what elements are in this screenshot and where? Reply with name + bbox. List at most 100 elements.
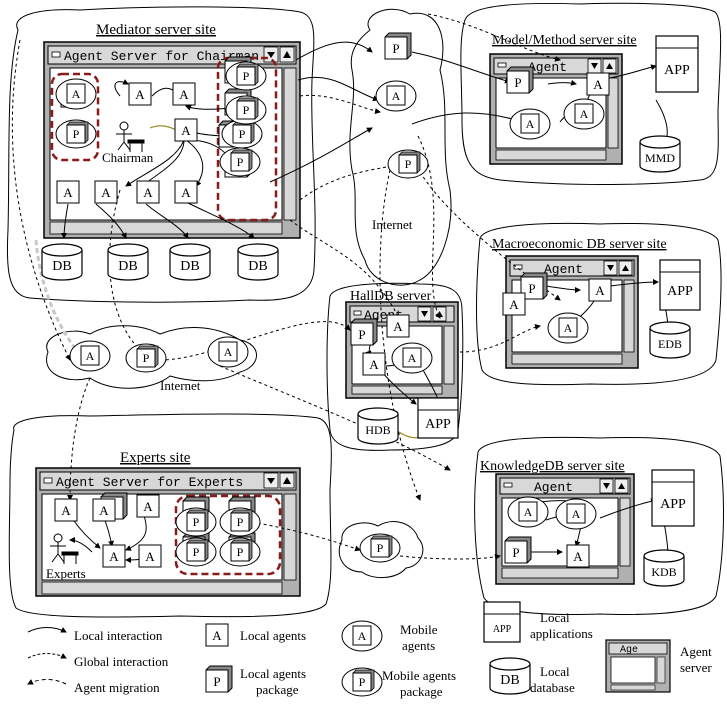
glyph-label: P bbox=[512, 545, 519, 560]
local-application: APP bbox=[483, 601, 521, 643]
local-application: APP bbox=[659, 259, 701, 311]
dropdown-icon[interactable] bbox=[421, 311, 428, 317]
glyph-label: A bbox=[572, 507, 581, 521]
glyph-label: A bbox=[145, 549, 155, 564]
horizontal-scrollbar[interactable] bbox=[495, 149, 607, 161]
mobile-agent: A bbox=[55, 78, 97, 110]
database-cylinder: DB bbox=[107, 243, 149, 281]
glyph-label: A bbox=[392, 89, 401, 103]
local-application: APP bbox=[655, 35, 699, 93]
mobile-agent: A bbox=[69, 340, 111, 372]
mobile-agent: A bbox=[207, 336, 249, 368]
model-site-outline bbox=[460, 2, 722, 185]
legend: Local interaction Global interaction Age… bbox=[27, 610, 712, 699]
glyph-label: DB bbox=[52, 259, 71, 274]
maximize-icon[interactable] bbox=[618, 483, 625, 489]
legend-local-agents-package-1: Local agents bbox=[240, 666, 306, 681]
dropdown-icon[interactable] bbox=[607, 265, 614, 271]
glyph-label: A bbox=[86, 349, 95, 363]
internet-cloud-bottom bbox=[338, 521, 424, 578]
mobile-agent-package: P bbox=[221, 119, 263, 149]
glyph-label: A bbox=[358, 629, 367, 643]
mediator-site-title: Mediator server site bbox=[96, 22, 216, 38]
glyph-label: A bbox=[593, 77, 603, 92]
horizontal-scrollbar[interactable] bbox=[501, 567, 619, 579]
glyph-label: P bbox=[514, 75, 521, 90]
chairman-highlight-arrow bbox=[149, 125, 177, 131]
horizontal-scrollbar[interactable] bbox=[351, 385, 443, 395]
local-interaction-icon bbox=[27, 627, 67, 633]
glyph-label: P bbox=[73, 127, 80, 141]
glyph-label: EDB bbox=[658, 337, 682, 351]
mobile-agent: A bbox=[509, 108, 551, 140]
legend-local-interaction: Local interaction bbox=[74, 628, 163, 643]
maximize-icon[interactable] bbox=[283, 477, 291, 484]
database-cylinder: MMD bbox=[639, 135, 681, 173]
database-cylinder: EDB bbox=[649, 321, 691, 359]
glyph-label: P bbox=[243, 103, 250, 117]
global-interaction-arrows bbox=[11, 13, 561, 560]
legend-local-database-2: database bbox=[530, 680, 575, 695]
mobile-agent-package: P bbox=[125, 343, 167, 373]
glyph-label: MMD bbox=[645, 151, 675, 165]
maximize-icon[interactable] bbox=[283, 51, 291, 58]
legend-mobile-package-icon: P bbox=[341, 667, 383, 697]
vertical-scrollbar[interactable] bbox=[619, 497, 631, 567]
glyph-label: A bbox=[61, 503, 71, 518]
dropdown-icon[interactable] bbox=[267, 52, 275, 58]
mobile-agent-package: P bbox=[387, 149, 429, 179]
glyph-label: A bbox=[408, 351, 417, 365]
glyph-label: A bbox=[212, 628, 222, 643]
glyph-label: P bbox=[143, 351, 150, 365]
local-agent-box: A bbox=[386, 314, 410, 338]
vertical-scrollbar[interactable] bbox=[283, 493, 297, 581]
model-site-title: Model/Method server site bbox=[492, 33, 637, 48]
vertical-scrollbar[interactable] bbox=[283, 67, 297, 221]
glyph-label: DB bbox=[118, 259, 137, 274]
experts-window-title: Agent Server for Experts bbox=[56, 475, 243, 490]
legend-agent-server-icon: Age bbox=[605, 639, 671, 693]
knowledge-agent-window: Agent bbox=[495, 473, 635, 585]
experts-site-title: Experts site bbox=[120, 450, 191, 466]
glyph-label: APP bbox=[425, 417, 451, 432]
local-agent-box: A bbox=[56, 180, 80, 204]
experts-site-outline bbox=[8, 413, 332, 618]
glyph-label: DB bbox=[180, 259, 199, 274]
glyph-label: P bbox=[193, 515, 200, 529]
dropdown-icon[interactable] bbox=[603, 483, 610, 489]
internet-cloud-middle bbox=[46, 325, 257, 389]
glyph-label: A bbox=[63, 185, 73, 200]
horizontal-scrollbar[interactable] bbox=[511, 353, 623, 365]
internet-cloud-top bbox=[349, 8, 452, 286]
vertical-scrollbar[interactable] bbox=[607, 77, 619, 149]
chairman-window-title: Agent Server for Chairman bbox=[64, 49, 259, 64]
database-cylinder: KDB bbox=[643, 549, 685, 587]
vertical-scrollbar[interactable] bbox=[443, 325, 455, 385]
glyph-label: APP bbox=[664, 63, 690, 78]
local-application: APP bbox=[417, 397, 459, 439]
maximize-icon[interactable] bbox=[622, 265, 629, 271]
mediator-site-outline bbox=[6, 6, 316, 303]
horizontal-scrollbar[interactable] bbox=[41, 581, 283, 595]
glyph-label: P bbox=[237, 545, 244, 559]
dropdown-icon[interactable] bbox=[267, 478, 275, 484]
glyph-label: P bbox=[377, 541, 384, 555]
knowledge-site-outline bbox=[474, 436, 724, 615]
horizontal-scrollbar[interactable] bbox=[49, 221, 283, 235]
legend-local-applications-1: Local bbox=[540, 610, 570, 625]
packages-layer: PPPPPPPPPPPPPPPPPPPPPPPPPP bbox=[55, 32, 548, 567]
local-agent-box: A bbox=[138, 544, 162, 568]
local-agent-box: A bbox=[588, 278, 612, 302]
vertical-scrollbar[interactable] bbox=[623, 279, 635, 353]
dropdown-icon[interactable] bbox=[591, 63, 598, 69]
database-cylinder: DB bbox=[237, 243, 279, 281]
legend-local-agent-icon: A bbox=[205, 623, 229, 647]
knowledge-site-title: KnowledgeDB server site bbox=[480, 459, 625, 474]
glyph-label: A bbox=[224, 345, 233, 359]
macro-site-title: Macroeconomic DB server site bbox=[492, 237, 667, 252]
mobile-agent-package: P bbox=[219, 507, 261, 537]
hall-site-title: HallDB server bbox=[350, 289, 432, 304]
maximize-icon[interactable] bbox=[606, 63, 613, 69]
chairman-person-icon bbox=[116, 121, 145, 152]
